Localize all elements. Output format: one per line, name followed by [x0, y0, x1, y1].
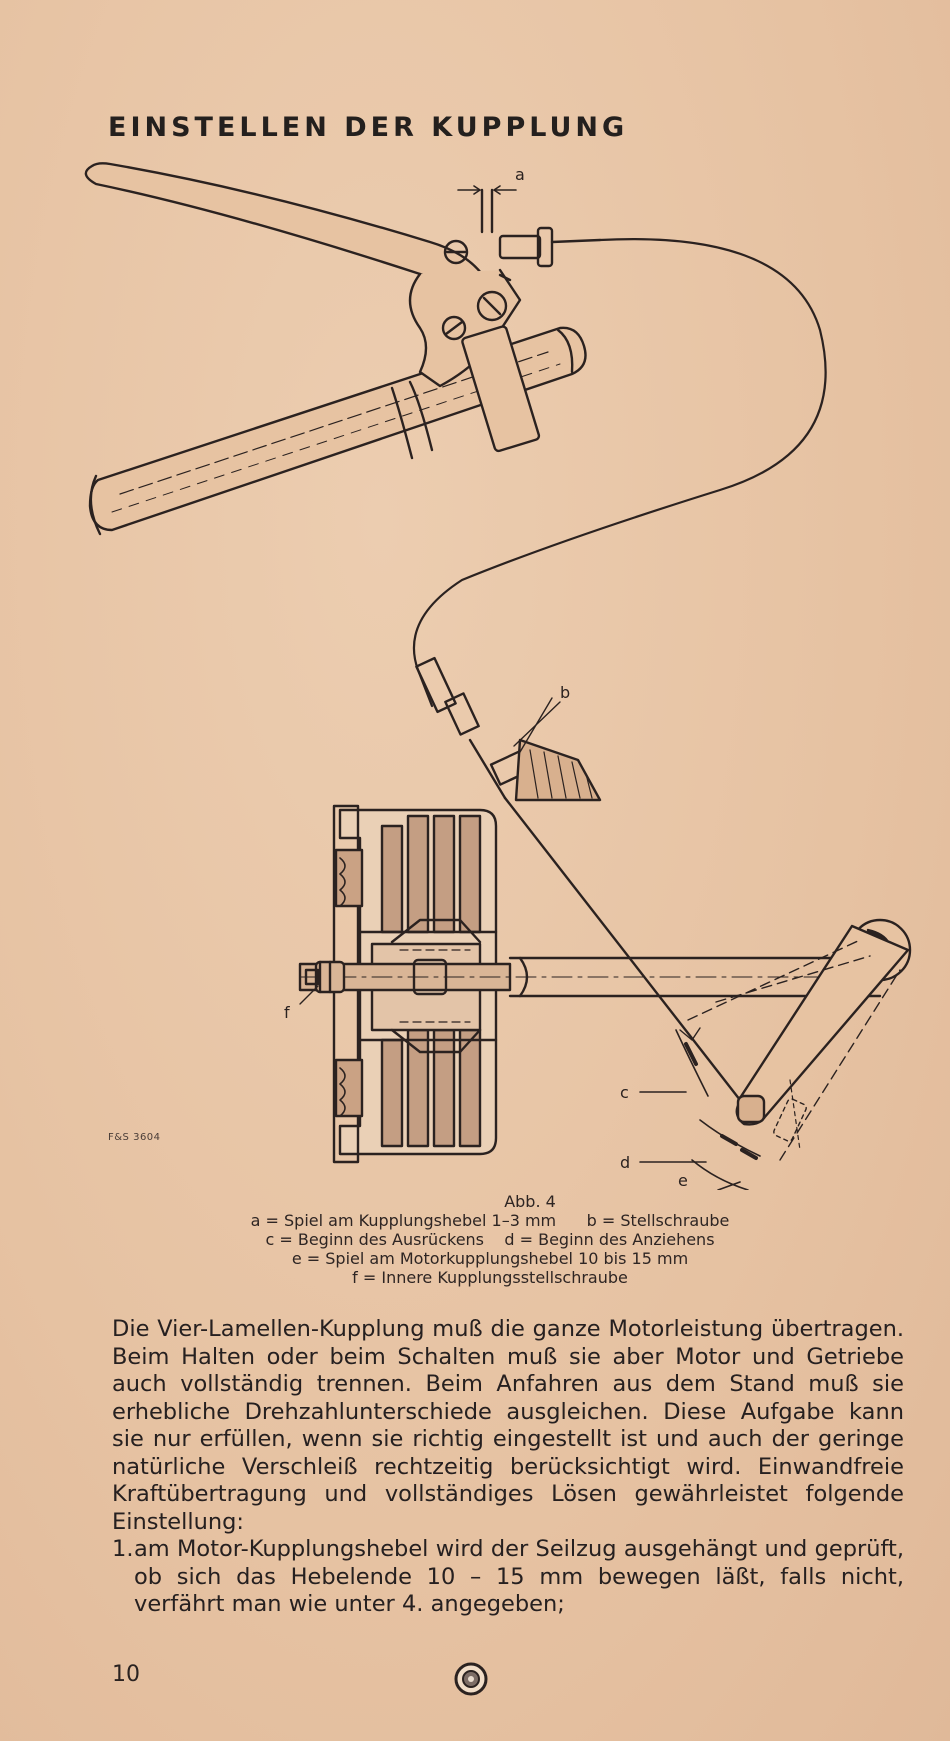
inner-cable: [503, 796, 742, 1102]
legend-line: f = Innere Kupplungsstellschraube: [352, 1268, 628, 1287]
label-c: c: [620, 1083, 629, 1102]
page-heading: EINSTELLEN DER KUPPLUNG: [108, 112, 629, 143]
page-number: 10: [112, 1662, 140, 1687]
bowden-cable: [412, 238, 827, 708]
cable-adjuster: [415, 656, 602, 802]
label-e: e: [678, 1171, 688, 1190]
label-f: f: [284, 1003, 290, 1022]
inner-adjusting-screw: [304, 960, 346, 994]
body-text: Die Vier-Lamellen-Kupplung muß die ganze…: [112, 1316, 904, 1619]
publisher-logo-icon: [454, 1662, 488, 1696]
lever-adjuster: [457, 185, 602, 268]
clutch-diagram: a b c d e f: [84, 162, 912, 1190]
body-paragraph: Die Vier-Lamellen-Kupplung muß die ganze…: [112, 1316, 904, 1535]
legend-line: e = Spiel am Motorkupplungshebel 10 bis …: [291, 1249, 689, 1268]
list-text: am Motor-Kupplungshebel wird der Seilzug…: [134, 1536, 904, 1617]
clutch-lever: [84, 162, 541, 453]
legend-line: a = Spiel am Kupplungshebel 1–3 mm b = S…: [250, 1211, 730, 1230]
handlebar-grip: [88, 326, 587, 536]
list-item: 1. am Motor-Kupplungshebel wird der Seil…: [112, 1536, 904, 1619]
figure-caption: Abb. 4 a = Spiel am Kupplungshebel 1–3 m…: [100, 1192, 880, 1287]
list-number: 1.: [112, 1536, 134, 1562]
motor-clutch-lever: [679, 918, 912, 1161]
legend-line: c = Beginn des Ausrückens d = Beginn des…: [265, 1230, 715, 1249]
movement-arcs: [639, 1029, 761, 1190]
label-d: d: [620, 1153, 630, 1172]
clutch-shaft: [298, 956, 882, 998]
figure-title: Abb. 4: [504, 1192, 556, 1211]
figure-code: F&S 3604: [108, 1132, 161, 1143]
label-a: a: [515, 165, 525, 184]
label-b: b: [560, 683, 570, 702]
